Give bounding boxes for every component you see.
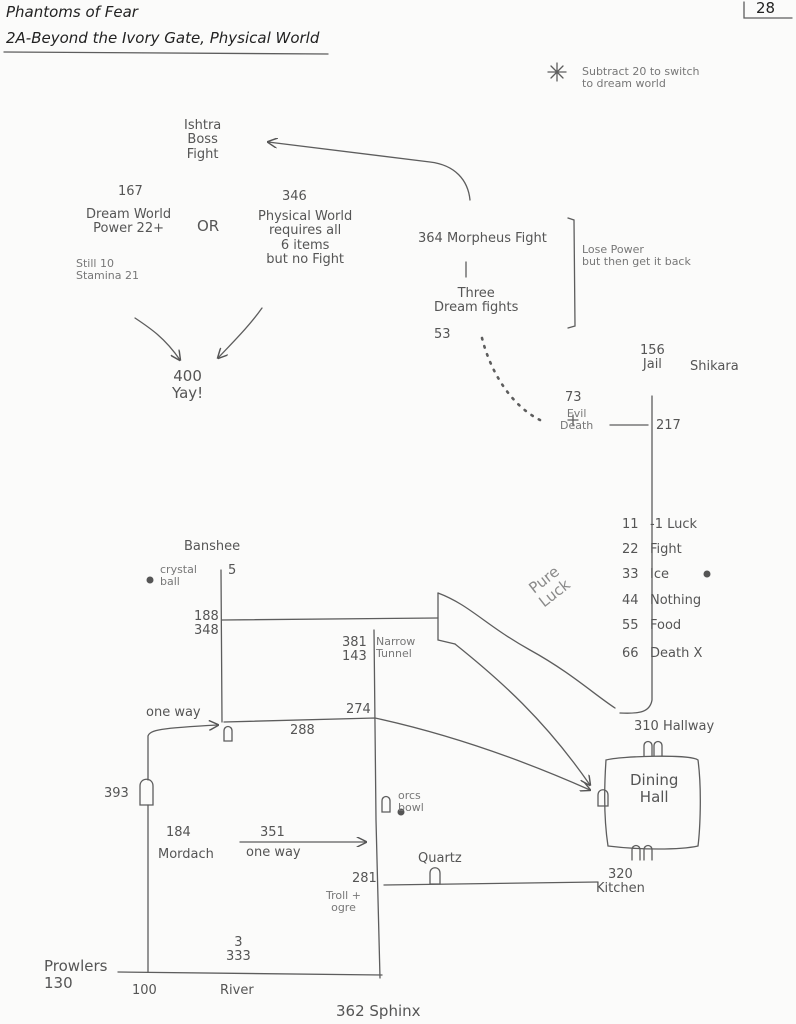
node-banshee: Banshee xyxy=(184,539,241,554)
door-hallway xyxy=(643,740,663,757)
title-underline xyxy=(3,51,329,55)
luck-roll: 11 xyxy=(622,517,639,532)
node-shikara: Shikara xyxy=(690,359,739,374)
luck-roll: 44 xyxy=(622,593,639,608)
node-narrow-tunnel: Narrow Tunnel xyxy=(376,635,416,661)
dining-hall-box xyxy=(604,755,701,850)
line-jail-down xyxy=(619,395,653,714)
node-274: 274 xyxy=(346,702,371,717)
node-184: 184 xyxy=(166,825,191,840)
line-381-down xyxy=(373,629,381,979)
luck-result: -1 Luck xyxy=(650,517,698,532)
luck-result: Death X xyxy=(650,646,703,661)
page-number-box xyxy=(743,1,793,19)
node-jail: 156 Jail xyxy=(640,343,665,373)
node-river: River xyxy=(220,983,254,998)
node-100: 100 xyxy=(132,983,157,998)
line-188-to-funnel xyxy=(221,617,439,621)
node-188: 188 348 xyxy=(194,609,219,639)
arrow-346-to-400 xyxy=(218,307,263,358)
luck-result: Food xyxy=(650,618,682,633)
luck-roll: 22 xyxy=(622,542,639,557)
node-still-stamina: Still 10 Stamina 21 xyxy=(76,257,140,283)
funnel-top-curve xyxy=(437,592,616,709)
node-crystal-ball: crystal ball xyxy=(160,563,197,589)
asterisk-icon xyxy=(547,62,567,82)
node-kitchen: 320 Kitchen xyxy=(596,867,645,897)
node-one-way-b: one way xyxy=(246,845,301,860)
door-dining-left xyxy=(597,789,609,807)
line-quartz-kitchen xyxy=(383,881,599,886)
node-three-dream: Three Dream fights xyxy=(434,286,519,316)
node-quartz: Quartz xyxy=(418,851,462,866)
node-ishtra: Ishtra Boss Fight xyxy=(184,118,222,162)
page-number: 28 xyxy=(756,0,776,17)
node-mordach: Mordach xyxy=(158,847,214,862)
line-river xyxy=(117,971,383,976)
funnel-to-dining-arrow1 xyxy=(454,643,590,785)
line-banshee-down xyxy=(220,569,223,723)
node-dining-hall: Dining Hall xyxy=(630,771,679,806)
funnel-shape xyxy=(437,592,456,645)
door-orcs xyxy=(381,795,391,813)
node-73: 73 xyxy=(565,390,582,405)
node-281: 281 xyxy=(352,871,377,886)
line-oneway-top xyxy=(147,725,218,781)
node-banshee-5: 5 xyxy=(228,563,237,578)
luck-result: Fight xyxy=(650,542,682,557)
node-351: 351 xyxy=(260,825,285,840)
dotted-path-53-to-73 xyxy=(480,336,542,422)
node-sphinx: 362 Sphinx xyxy=(336,1002,421,1020)
orcs-bowl-dot xyxy=(397,808,405,816)
node-393: 393 xyxy=(104,786,129,801)
node-lose-power: Lose Power but then get it back xyxy=(582,243,691,269)
node-53: 53 xyxy=(434,327,451,342)
luck-roll: 66 xyxy=(622,646,639,661)
node-3-333: 3 333 xyxy=(226,935,251,965)
luck-roll: 33 xyxy=(622,567,639,582)
node-morpheus: 364 Morpheus Fight xyxy=(418,231,547,246)
node-troll: Troll + ogre xyxy=(326,889,361,915)
plus-icon xyxy=(567,414,579,426)
node-or: OR xyxy=(197,217,220,235)
crystal-ball-dot xyxy=(146,576,154,584)
door-kitchen xyxy=(631,844,653,861)
node-prowlers: Prowlers 130 xyxy=(44,957,108,992)
door-quartz xyxy=(429,867,441,885)
luck-result: Nothing xyxy=(650,593,702,608)
node-one-way-a: one way xyxy=(146,705,201,720)
node-346: 346 xyxy=(282,189,307,204)
page-subtitle: 2A-Beyond the Ivory Gate, Physical World xyxy=(6,29,320,47)
dream-world-note: Subtract 20 to switch to dream world xyxy=(582,65,700,91)
node-physical-world: Physical World requires all 6 items but … xyxy=(258,209,353,267)
node-evil-death: Evil Death xyxy=(560,407,594,433)
node-400: 400 Yay! xyxy=(172,367,204,402)
node-288: 288 xyxy=(290,723,315,738)
page-title: Phantoms of Fear xyxy=(6,3,138,21)
node-orcs-bowl: orcs bowl xyxy=(398,789,424,815)
ice-dot xyxy=(703,570,711,578)
arrow-167-to-400 xyxy=(134,317,180,360)
luck-roll: 55 xyxy=(622,618,639,633)
luck-result: Ice xyxy=(650,567,669,582)
node-dream-world: Dream World Power 22+ xyxy=(86,207,172,237)
line-288-to-dining xyxy=(223,717,590,790)
node-381: 381 143 xyxy=(342,635,367,665)
brace-morpheus xyxy=(567,217,576,329)
node-hallway: 310 Hallway xyxy=(634,719,715,734)
node-167: 167 xyxy=(118,184,143,199)
door-274 xyxy=(223,725,233,742)
node-217: 217 xyxy=(656,418,681,433)
door-393 xyxy=(139,778,154,806)
arrow-to-ishtra xyxy=(268,142,471,201)
